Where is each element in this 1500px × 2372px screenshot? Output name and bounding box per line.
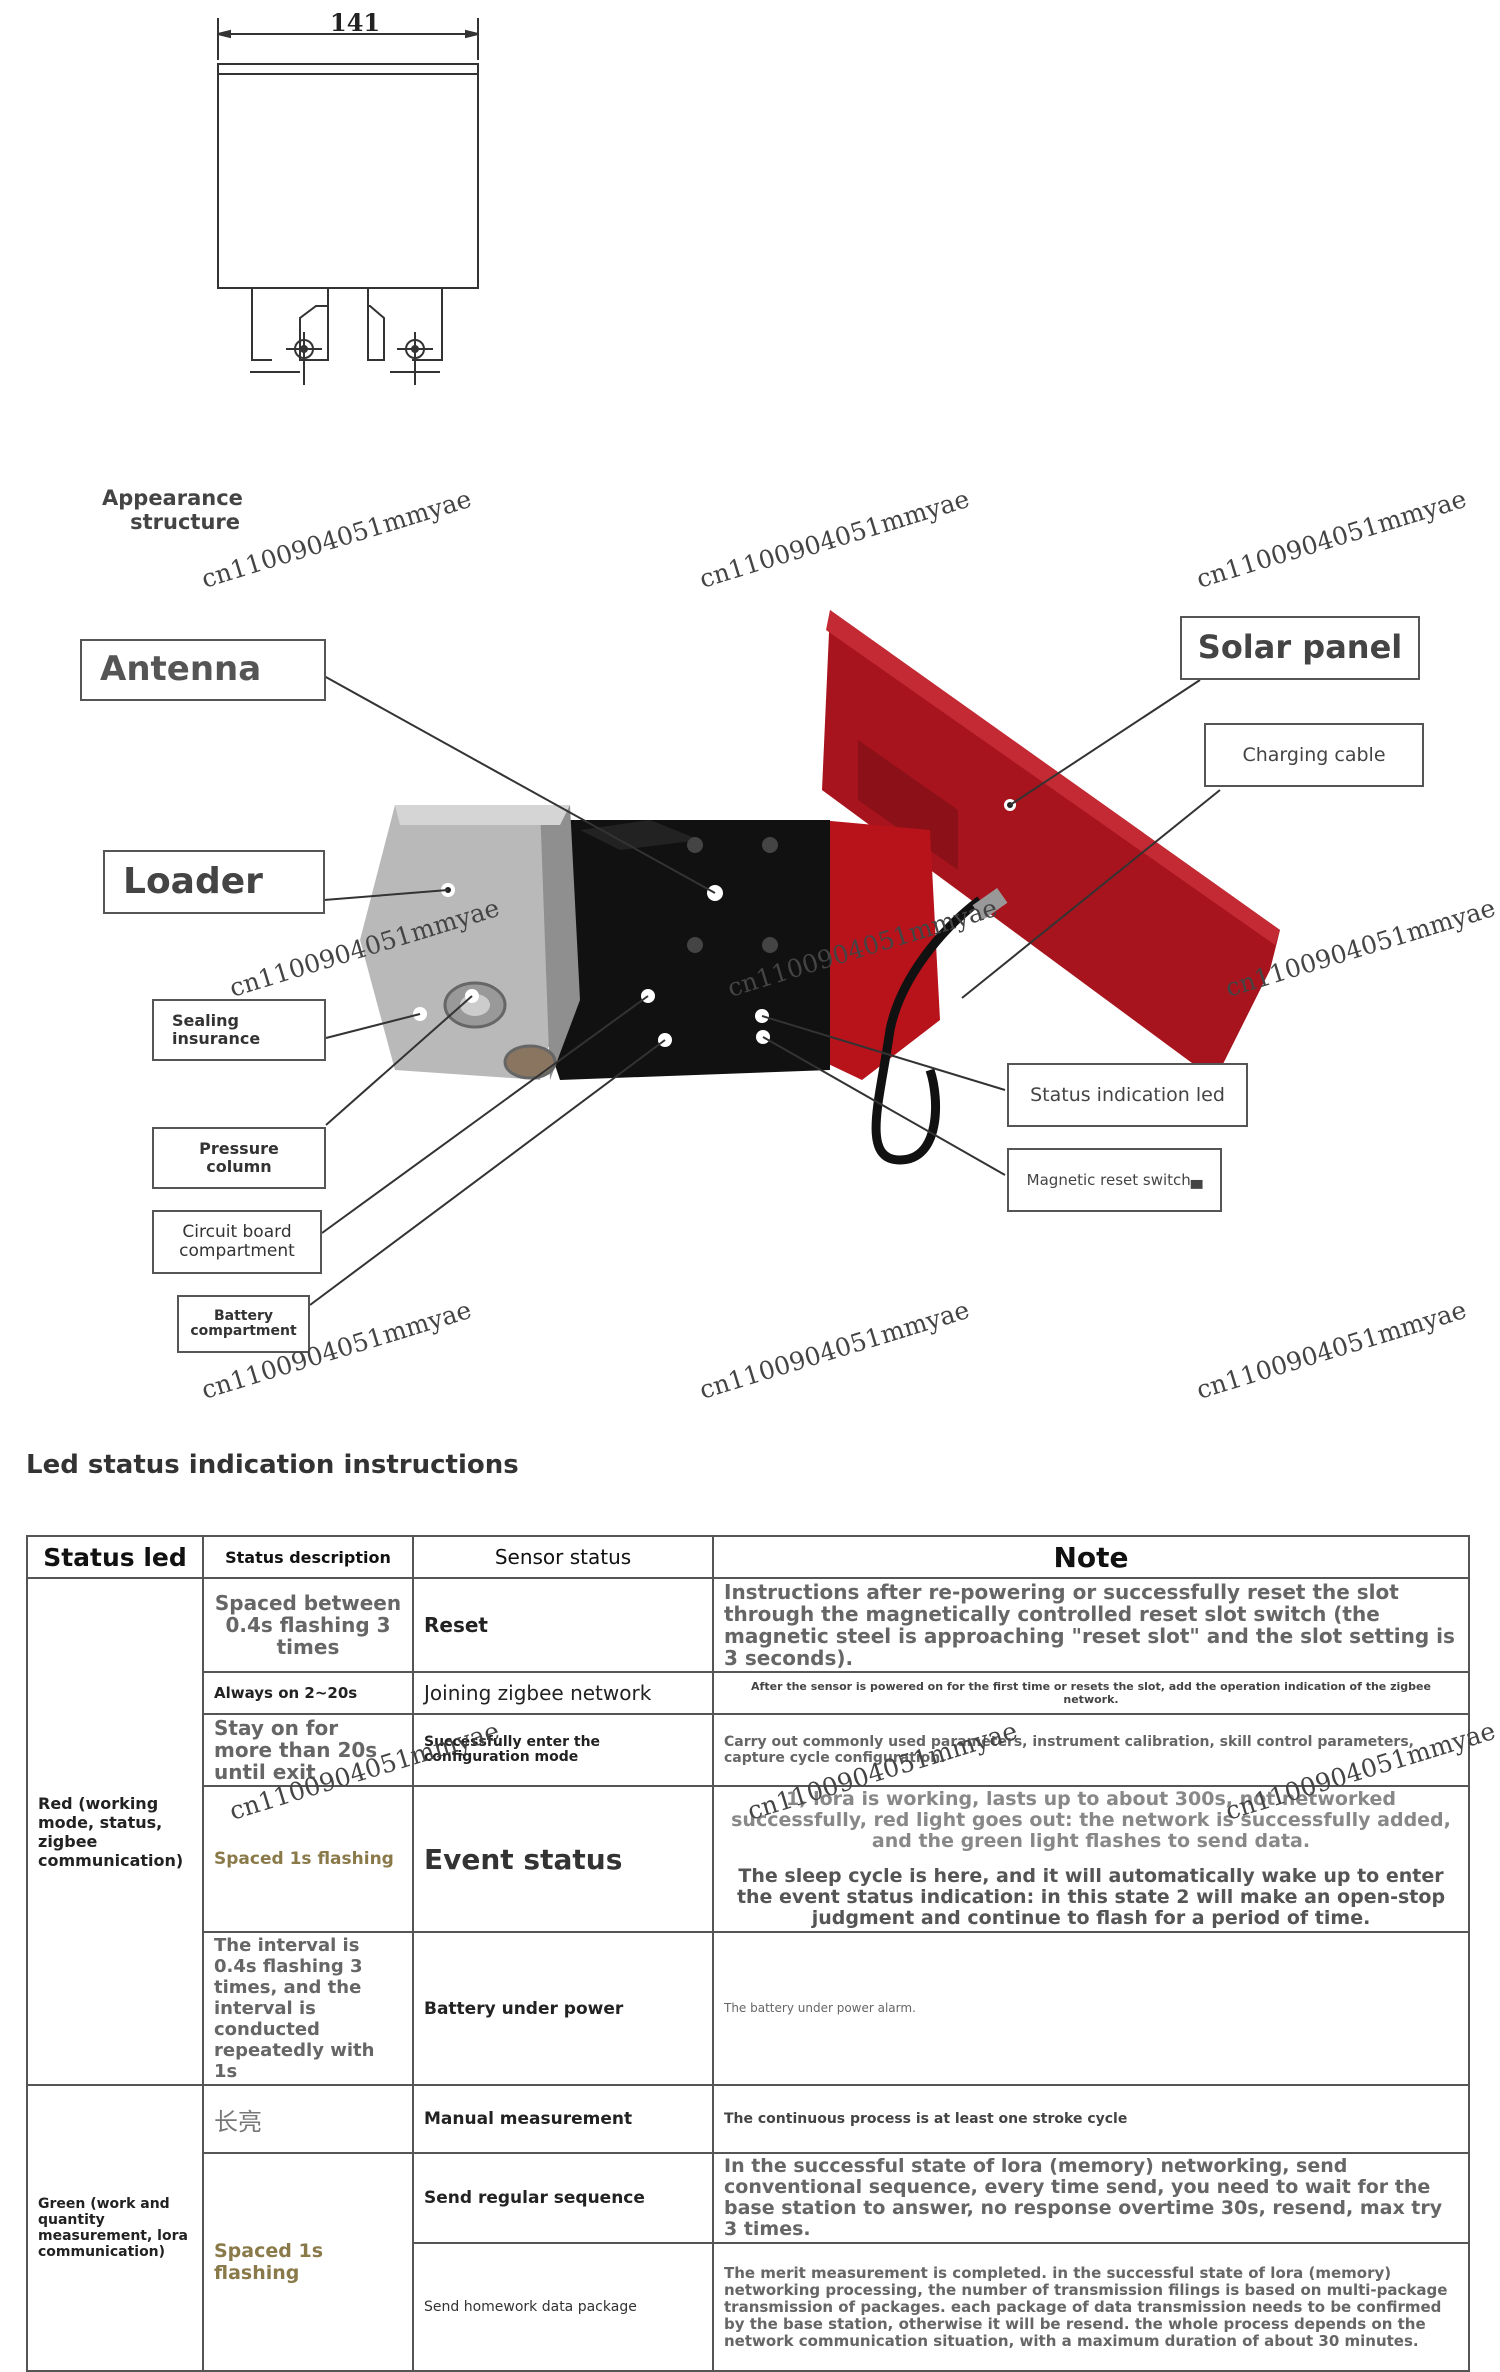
row-sensor: Send regular sequence	[412, 2152, 714, 2244]
group-green: Green (work and quantity measurement, lo…	[26, 2084, 204, 2372]
led-status-table: Status led Status description Sensor sta…	[26, 1535, 1470, 2372]
row-sensor: Battery under power	[412, 1931, 714, 2086]
solar-panel-shape	[822, 610, 1280, 1080]
table-row: Spaced 1s flashing Send regular sequence…	[27, 2152, 1470, 2372]
label-magnetic-reset: Magnetic reset switch▄	[1007, 1148, 1222, 1212]
black-body-shape	[540, 820, 830, 1080]
row-note: After the sensor is powered on for the f…	[712, 1671, 1470, 1715]
row-note-cell: 1, lora is working, lasts up to about 30…	[712, 1785, 1470, 1933]
table-row: Spaced 1s flashing Event status 1, lora …	[27, 1785, 1470, 1933]
row-note: The battery under power alarm.	[712, 1931, 1470, 2086]
label-circuit: Circuit board compartment	[152, 1210, 322, 1274]
row-note: In the successful state of lora (memory)…	[712, 2152, 1470, 2244]
row-note: 1, lora is working, lasts up to about 30…	[731, 1788, 1451, 1852]
row-note-secondary: The sleep cycle is here, and it will aut…	[736, 1865, 1446, 1929]
label-sealing: Sealing insurance	[152, 999, 326, 1061]
label-charging-cable: Charging cable	[1204, 723, 1424, 787]
header-status-led: Status led	[26, 1535, 204, 1579]
dimension-drawing	[217, 18, 479, 385]
row-sensor: Reset	[412, 1577, 714, 1673]
table-row: Red (working mode, status, zigbee commun…	[26, 1577, 1470, 2086]
appearance-line2: structure	[130, 510, 240, 534]
row-note: Instructions after re-powering or succes…	[712, 1577, 1470, 1673]
dimension-label: 141	[330, 8, 381, 37]
header-status-description: Status description	[202, 1535, 414, 1579]
red-cap-shape	[820, 820, 940, 1080]
row-sensor: Manual measurement	[412, 2084, 714, 2154]
row-desc: Spaced 1s flashing	[202, 2152, 414, 2372]
row-sensor: Send homework data package	[412, 2242, 714, 2372]
label-loader: Loader	[103, 850, 325, 914]
row-desc: Stay on for more than 20s until exit	[202, 1713, 414, 1787]
appearance-line1: Appearance	[102, 486, 243, 510]
row-sensor: Joining zigbee network	[412, 1671, 714, 1715]
row-sensor: Event status	[412, 1785, 714, 1933]
watermark: cn1100904051mmyae	[1193, 484, 1470, 594]
section-title: Led status indication instructions	[26, 1450, 519, 1480]
label-solar-panel: Solar panel	[1180, 616, 1420, 680]
label-status-led: Status indication led	[1007, 1063, 1248, 1127]
appearance-title: Appearance structure	[102, 486, 243, 534]
table-header-row: Status led Status description Sensor sta…	[26, 1535, 1470, 1579]
row-sensor: Successfully enter the configuration mod…	[412, 1713, 714, 1787]
row-note: The merit measurement is completed. in t…	[712, 2242, 1470, 2372]
label-pressure: Pressure column	[152, 1127, 326, 1189]
label-antenna: Antenna	[80, 639, 326, 701]
row-desc: 长亮	[202, 2084, 414, 2154]
row-desc: Spaced between 0.4s flashing 3 times	[202, 1577, 414, 1673]
watermark: cn1100904051mmyae	[696, 484, 973, 594]
row-note: The continuous process is at least one s…	[712, 2084, 1470, 2154]
table-row: Stay on for more than 20s until exit Suc…	[27, 1713, 1470, 1787]
label-battery: Battery compartment	[177, 1295, 310, 1353]
row-desc: Always on 2~20s	[202, 1671, 414, 1715]
row-note: Carry out commonly used parameters, inst…	[712, 1713, 1470, 1787]
table-row: Green (work and quantity measurement, lo…	[26, 2084, 1470, 2372]
header-note: Note	[712, 1535, 1470, 1579]
group-red: Red (working mode, status, zigbee commun…	[26, 1577, 204, 2086]
row-desc: Spaced 1s flashing	[202, 1785, 414, 1933]
loader-shape	[360, 805, 570, 1080]
row-desc: The interval is 0.4s flashing 3 times, a…	[202, 1931, 414, 2086]
table-row: Always on 2~20s Joining zigbee network A…	[27, 1671, 1470, 1715]
header-sensor-status: Sensor status	[412, 1535, 714, 1579]
table-row: The interval is 0.4s flashing 3 times, a…	[27, 1931, 1470, 2086]
device-illustration	[309, 610, 1280, 1306]
